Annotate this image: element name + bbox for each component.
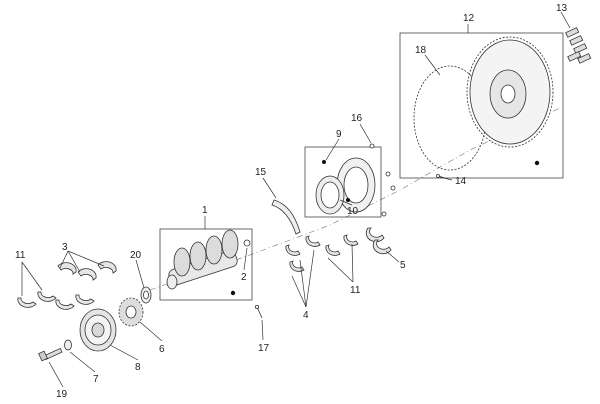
flywheel-marker-dot bbox=[534, 160, 540, 166]
callout-3: 3 bbox=[62, 242, 68, 253]
rear-oil-seal bbox=[315, 175, 345, 215]
flywheel bbox=[466, 36, 554, 148]
callout-17: 17 bbox=[258, 343, 270, 354]
callout-13: 13 bbox=[556, 3, 568, 14]
callout-11-left: 11 bbox=[15, 250, 26, 261]
seal-marker-dot bbox=[322, 160, 326, 164]
callout-12: 12 bbox=[463, 13, 475, 24]
rear-seal-group-frame bbox=[304, 146, 382, 218]
rod-bearings-upper bbox=[57, 261, 117, 281]
oil-pump-dowel bbox=[254, 304, 263, 319]
callout-8: 8 bbox=[135, 362, 141, 373]
flywheel-bolts bbox=[565, 27, 592, 64]
seal-retainer bbox=[336, 157, 376, 213]
flywheel-group-frame bbox=[399, 32, 564, 179]
callout-5: 5 bbox=[400, 260, 406, 271]
callout-7: 7 bbox=[93, 374, 99, 385]
callout-4: 4 bbox=[303, 310, 309, 321]
leader-lines bbox=[21, 11, 571, 388]
thrust-washer bbox=[271, 199, 301, 235]
callout-15: 15 bbox=[255, 167, 267, 178]
crankshaft-sprocket bbox=[118, 297, 144, 327]
callout-11-right: 11 bbox=[350, 285, 361, 296]
oil-slinger bbox=[140, 286, 152, 304]
callout-14: 14 bbox=[455, 176, 467, 187]
seal-screws bbox=[369, 143, 396, 217]
callout-1: 1 bbox=[202, 205, 208, 216]
main-bearings-upper bbox=[343, 227, 392, 255]
crankshaft-group-frame bbox=[159, 228, 253, 301]
crankshaft-dowel bbox=[243, 239, 251, 247]
callout-10: 10 bbox=[347, 206, 359, 217]
callout-20: 20 bbox=[130, 250, 142, 261]
callout-labels: 1 2 3 4 5 6 7 8 9 10 11 11 12 13 14 15 1… bbox=[15, 3, 568, 400]
vibration-damper-pulley bbox=[79, 308, 117, 352]
main-bearings-lower bbox=[285, 235, 341, 272]
pulley-bolt bbox=[38, 347, 63, 362]
callout-19: 19 bbox=[56, 389, 68, 400]
crankshaft bbox=[166, 229, 239, 290]
callout-2: 2 bbox=[241, 272, 247, 283]
pulley-washer bbox=[64, 339, 72, 351]
crankshaft-marker-dot bbox=[230, 290, 236, 296]
callout-16: 16 bbox=[351, 113, 363, 124]
callout-6: 6 bbox=[159, 344, 165, 355]
callout-9: 9 bbox=[336, 129, 342, 140]
rod-bearings-lower bbox=[17, 291, 95, 310]
seal-marker-dot-2 bbox=[346, 198, 350, 202]
callout-18: 18 bbox=[415, 45, 427, 56]
